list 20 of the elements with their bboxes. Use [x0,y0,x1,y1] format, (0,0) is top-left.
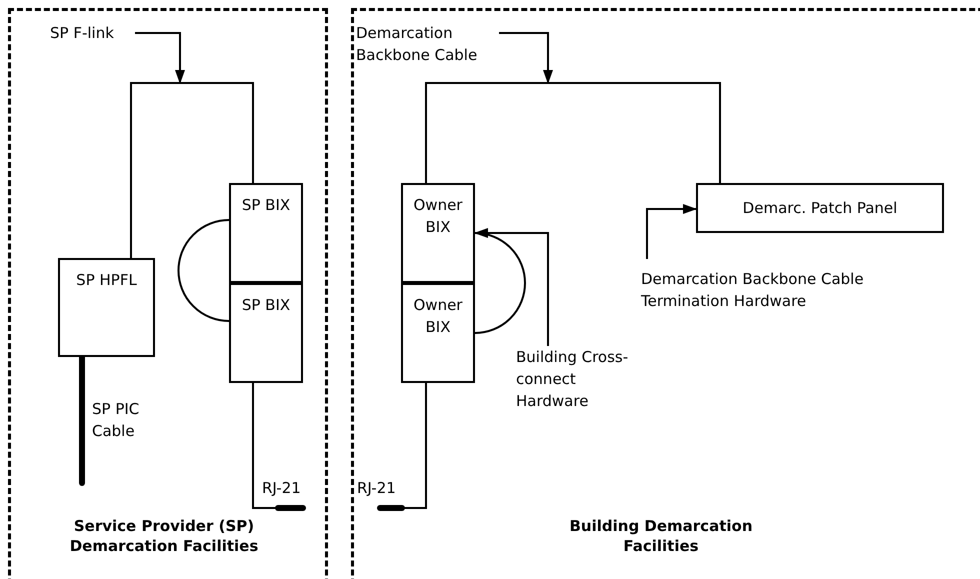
annotation-text: SP F-link [50,22,132,44]
arrow [646,204,697,259]
terminal-block: SP BIX [229,183,303,283]
annotation-text: Demarcation Backbone Cable Termination Hardware [641,268,871,312]
panel-heading: Service Provider (SP) Demarcation Facilities [68,516,260,556]
arrow [499,32,553,84]
arrow [135,32,185,84]
annotation-text: Building Cross-connect Hardware [516,346,646,412]
terminal-block: SP HPFL [58,258,155,357]
patch-cord [178,219,230,322]
cable-line [425,82,721,183]
panel-heading: Building Demarcation Facilities [568,516,754,556]
terminal-block: Owner BIX [401,183,475,283]
annotation-text: Demarcation Backbone Cable [356,22,496,66]
cable-line [130,82,254,258]
terminal-block: SP BIX [229,283,303,383]
arrow [474,228,549,346]
patch-cord [474,232,526,334]
terminal-block: Demarc. Patch Panel [696,183,944,233]
terminal-block: Owner BIX [401,283,475,383]
